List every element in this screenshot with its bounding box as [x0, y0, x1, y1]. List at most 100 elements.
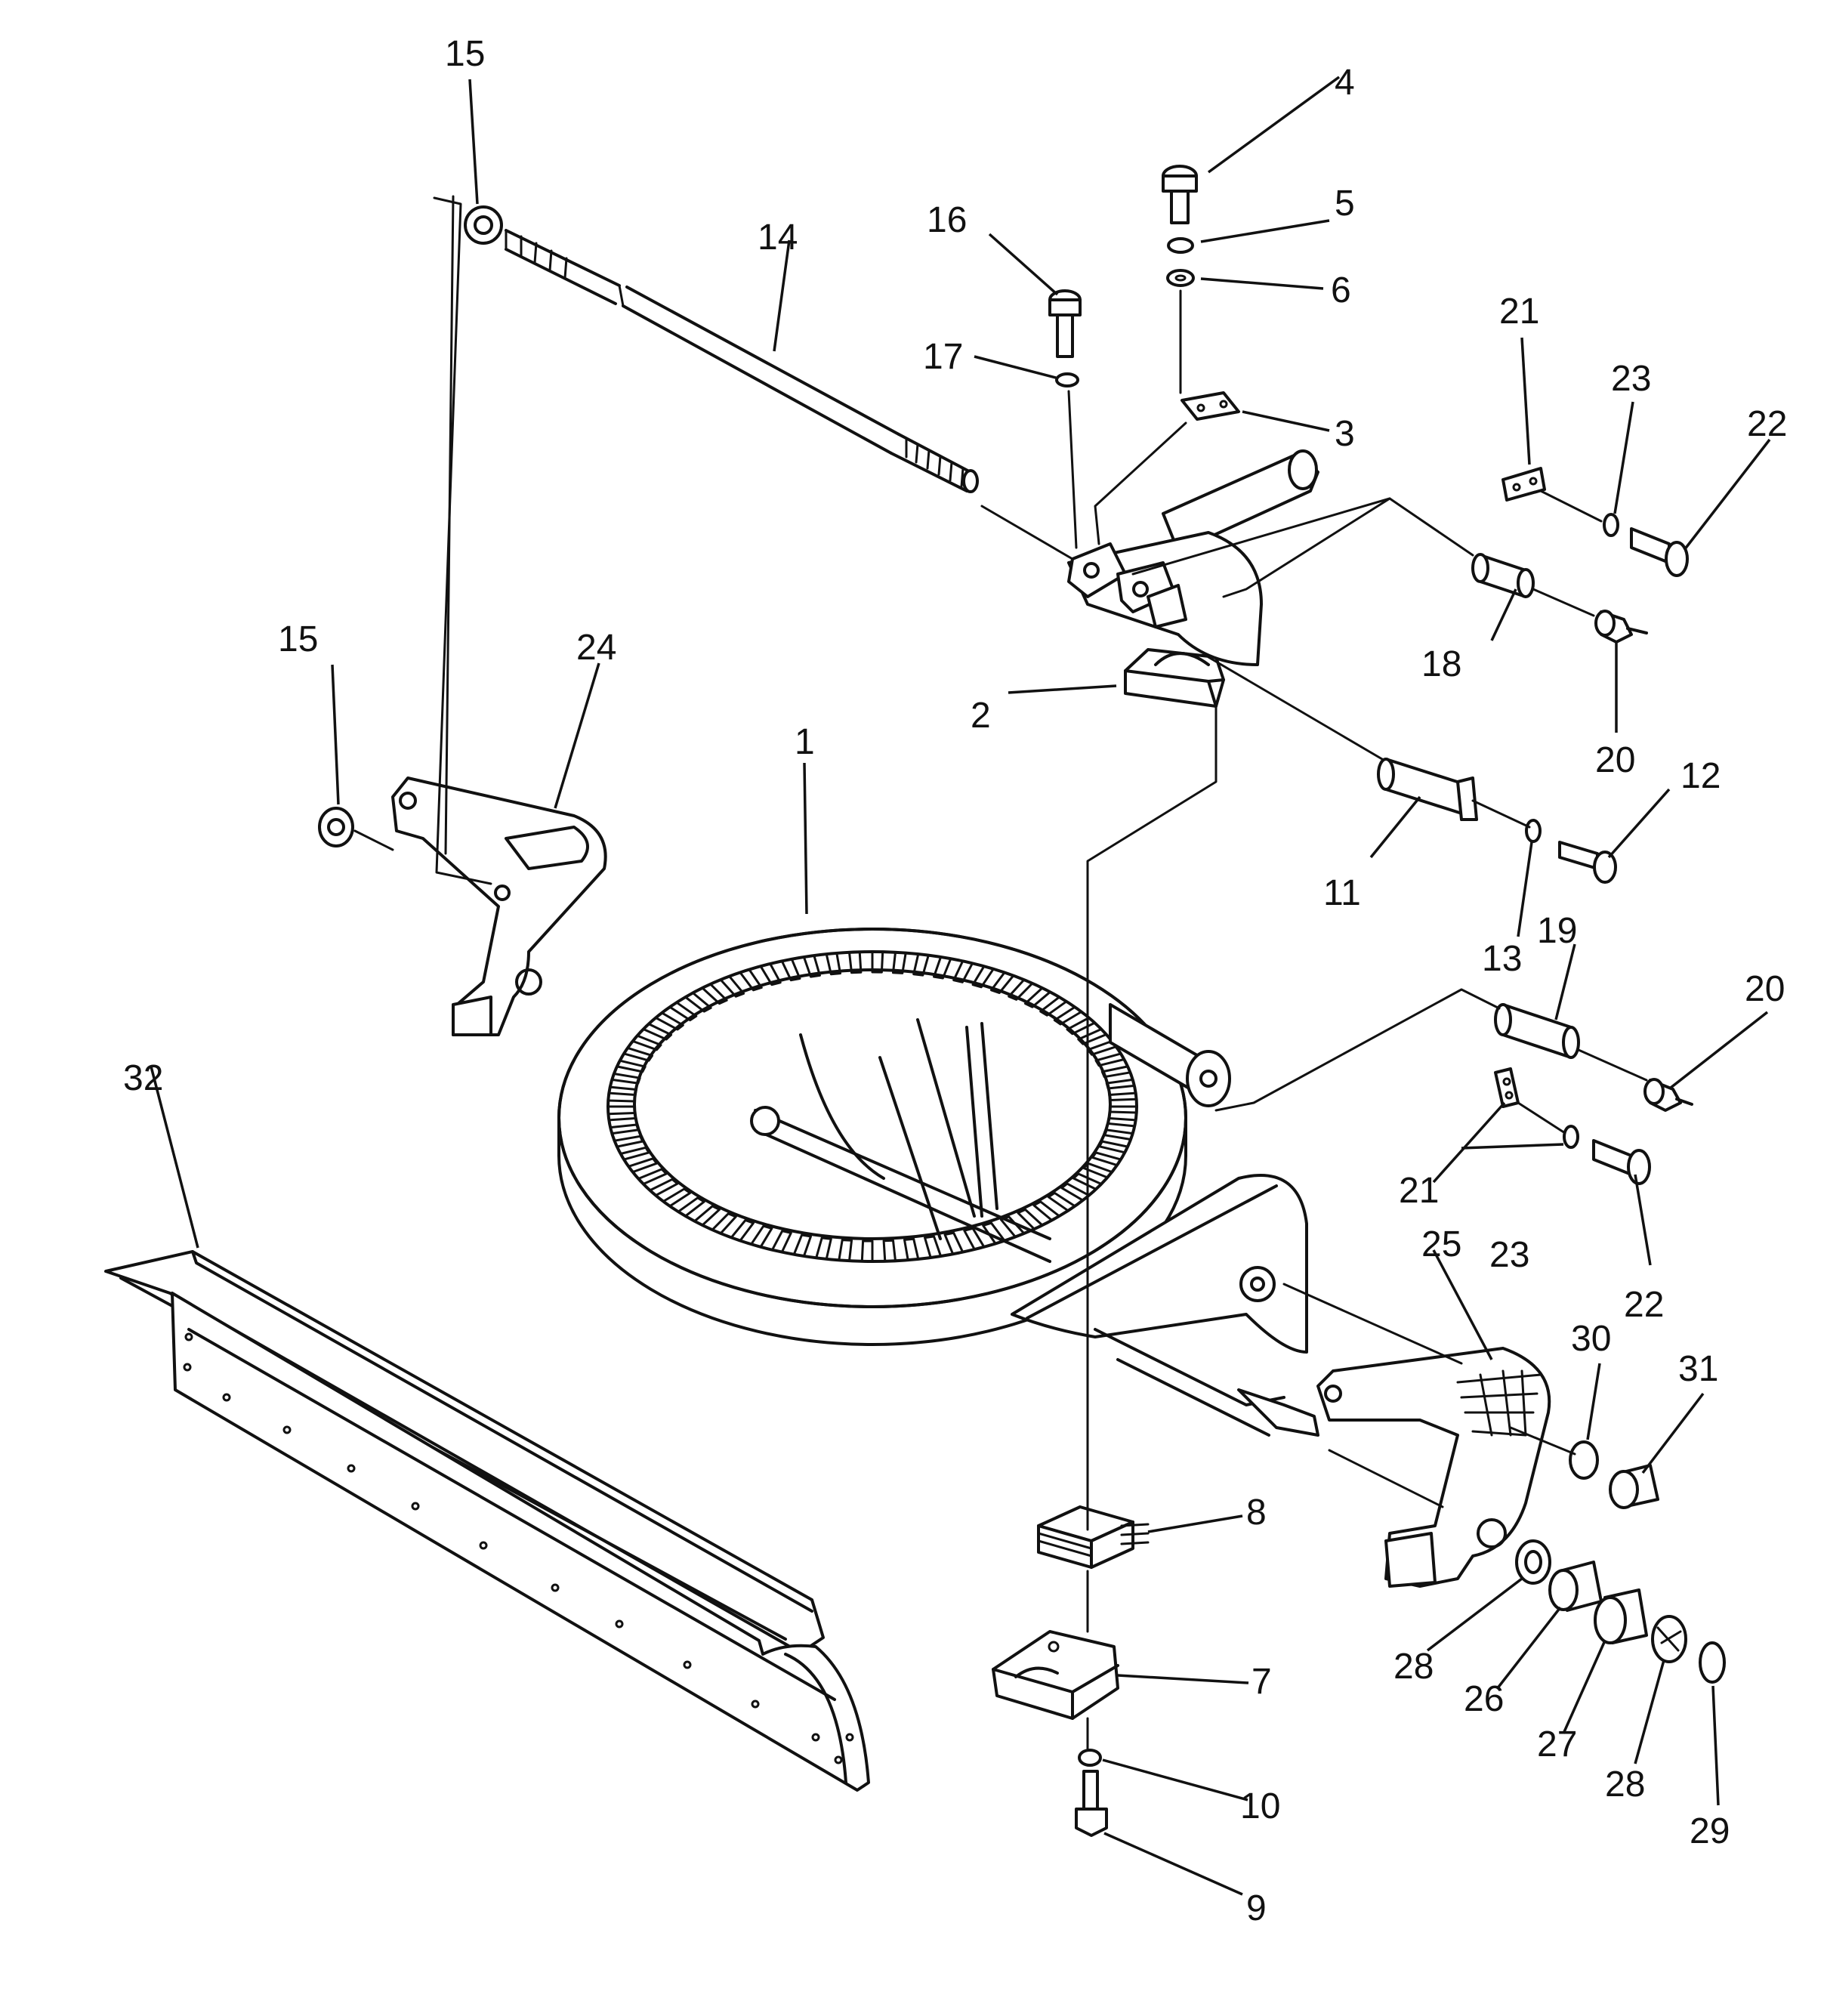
gear-tooth: [1039, 996, 1068, 1017]
part-9-bolt: [1075, 1770, 1108, 1837]
callout-23-mid: 23: [1489, 1235, 1529, 1275]
callout-18: 18: [1421, 644, 1461, 684]
gear-tooth: [892, 951, 907, 974]
gear-teeth: [606, 950, 1138, 1263]
callout-15-left: 15: [278, 619, 318, 659]
part-22-bolt-mid: [1592, 1139, 1651, 1185]
part-18-pin: [1471, 553, 1535, 598]
gear-tooth: [924, 1235, 943, 1259]
gear-tooth: [1091, 1151, 1122, 1167]
gear-tooth: [1094, 1052, 1125, 1067]
gear-tooth: [1107, 1117, 1137, 1128]
part-27-bushing: [1594, 1588, 1648, 1644]
gear-tooth: [662, 1187, 692, 1208]
part-1-circle-gear: [557, 928, 1319, 1437]
assembly-lines: [353, 195, 1648, 1750]
part-28-seal-left: [1515, 1539, 1551, 1585]
part-3-plate: [1181, 391, 1240, 421]
gear-tooth: [616, 1059, 647, 1073]
gear-tooth: [933, 956, 952, 980]
gear-tooth: [1103, 1128, 1134, 1141]
gear-tooth: [631, 1034, 662, 1051]
gear-tooth: [882, 1239, 897, 1263]
gear-tooth: [609, 1123, 640, 1135]
callout-20-top: 20: [1595, 740, 1635, 780]
callout-31: 31: [1678, 1349, 1718, 1389]
gear-tooth: [792, 1233, 812, 1258]
gear-tooth: [684, 992, 712, 1013]
gear-tooth: [1105, 1078, 1136, 1090]
gear-tooth: [730, 1219, 755, 1242]
callout-28-left: 28: [1393, 1647, 1434, 1687]
callout-12: 12: [1680, 756, 1721, 796]
gear-tooth: [1066, 1016, 1096, 1036]
callout-4: 4: [1335, 63, 1355, 103]
part-21-lockplate-mid: [1494, 1067, 1520, 1108]
gear-tooth: [1108, 1091, 1138, 1101]
gear-tooth: [815, 1236, 832, 1261]
callout-1: 1: [795, 722, 815, 762]
part-21-lockplate-top: [1501, 467, 1546, 502]
callout-9: 9: [1246, 1888, 1267, 1928]
part-2-slide-block: [1124, 648, 1225, 708]
callout-13: 13: [1482, 939, 1522, 979]
leader-lines: [150, 76, 1771, 1896]
gear-tooth: [637, 1168, 668, 1185]
gear-tooth: [1100, 1065, 1131, 1079]
gear-tooth: [711, 1212, 737, 1235]
part-13-lockwasher: [1525, 819, 1542, 843]
callout-24: 24: [576, 628, 616, 668]
callout-26: 26: [1464, 1679, 1504, 1719]
gear-tooth: [952, 959, 974, 983]
part-8-shims: [1037, 1505, 1150, 1569]
gear-tooth: [1109, 1105, 1138, 1114]
gear-tooth: [825, 952, 841, 976]
part-24-lever-left: [391, 776, 607, 1036]
callout-16: 16: [927, 200, 967, 240]
callout-19: 19: [1537, 911, 1577, 951]
callout-15-top: 15: [445, 34, 485, 74]
gear-tooth: [1017, 1208, 1044, 1230]
gear-tooth: [860, 1240, 874, 1263]
gear-tooth: [701, 983, 728, 1005]
gear-tooth: [838, 1239, 853, 1262]
gear-tooth: [871, 950, 884, 974]
gear-tooth: [1008, 978, 1034, 1001]
part-20-grease-fitting-top: [1594, 610, 1648, 644]
part-28-seal-right: [1651, 1615, 1687, 1663]
part-26-bushing: [1548, 1561, 1603, 1612]
callout-2: 2: [971, 696, 991, 736]
gear-tooth: [848, 950, 863, 974]
gear-tooth: [780, 958, 801, 982]
gear-tooth: [627, 1157, 658, 1174]
gear-tooth: [1072, 1172, 1103, 1190]
callout-29: 29: [1690, 1811, 1730, 1851]
gear-tooth: [771, 1230, 792, 1254]
gear-tooth: [619, 1146, 650, 1161]
gear-tooth: [1024, 986, 1051, 1008]
gear-tooth: [1060, 1182, 1091, 1202]
part-17-lockwasher: [1055, 372, 1079, 387]
part-6-washer: [1166, 269, 1195, 287]
gear-tooth: [1087, 1039, 1118, 1056]
part-10-lockwasher: [1078, 1749, 1102, 1767]
callout-5: 5: [1335, 184, 1355, 224]
part-19-pin: [1494, 1003, 1580, 1059]
gear-tooth: [750, 1224, 773, 1249]
gear-tooth: [649, 1178, 679, 1197]
part-12-bolt: [1558, 841, 1617, 884]
part-30-washer: [1569, 1440, 1599, 1480]
callout-28-right: 28: [1605, 1764, 1645, 1805]
gear-tooth: [1047, 1191, 1076, 1212]
gear-tooth: [990, 971, 1015, 994]
part-20-grease-fitting-mid: [1643, 1078, 1693, 1112]
part-11-pin: [1377, 758, 1478, 821]
callout-6: 6: [1331, 270, 1351, 310]
gear-tooth: [802, 954, 821, 978]
gear-tooth: [719, 975, 745, 998]
gear-tooth: [654, 1011, 684, 1031]
callout-22-top: 22: [1747, 404, 1787, 444]
gear-tooth: [622, 1046, 653, 1062]
gear-tooth: [606, 1112, 637, 1122]
